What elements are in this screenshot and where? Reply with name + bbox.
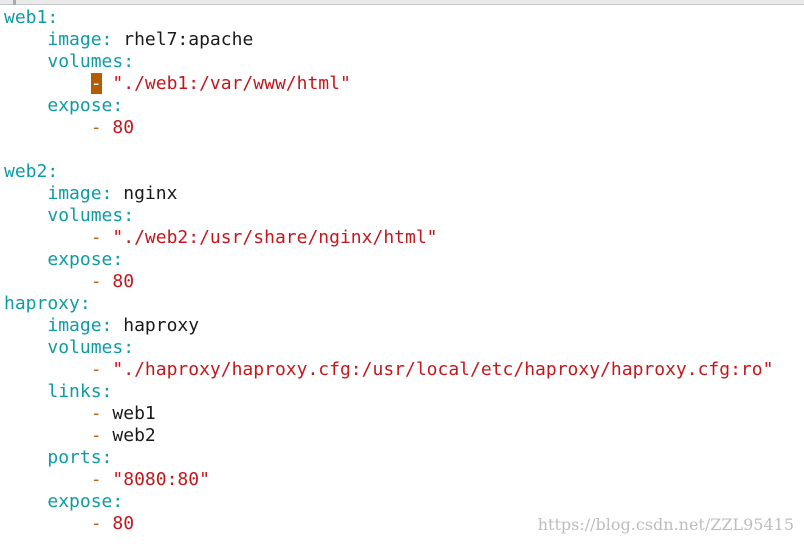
yaml-key: haproxy: [4, 293, 80, 314]
yaml-key: image: [47, 315, 102, 336]
list-dash: -: [90, 359, 102, 380]
code-line[interactable]: - 80: [4, 117, 800, 139]
indent: [4, 29, 47, 50]
list-dash: -: [90, 117, 102, 138]
yaml-list-item: 80: [112, 513, 135, 534]
indent: [4, 205, 47, 226]
yaml-colon: :: [101, 381, 113, 402]
yaml-value: haproxy: [123, 315, 200, 336]
window-top-bar: [0, 0, 804, 5]
list-dash: -: [90, 403, 102, 424]
code-line[interactable]: haproxy:: [4, 293, 800, 315]
indent: [4, 337, 47, 358]
yaml-key: expose: [47, 95, 113, 116]
indent: [4, 381, 47, 402]
yaml-key: web2: [4, 161, 48, 182]
yaml-colon: :: [112, 491, 124, 512]
code-line[interactable]: ports:: [4, 447, 800, 469]
yaml-colon: :: [47, 161, 59, 182]
code-line[interactable]: - "./web1:/var/www/html": [4, 73, 800, 95]
yaml-value: nginx: [123, 183, 178, 204]
yaml-colon: :: [101, 183, 113, 204]
yaml-key: links: [47, 381, 102, 402]
yaml-colon: :: [101, 29, 113, 50]
watermark: https://blog.csdn.net/ZZL95415: [537, 515, 794, 534]
yaml-key: volumes: [47, 205, 124, 226]
code-line[interactable]: web2:: [4, 161, 800, 183]
yaml-value: rhel7:apache: [123, 29, 254, 50]
indent: [4, 51, 47, 72]
list-dash: -: [90, 271, 102, 292]
yaml-key: image: [47, 183, 102, 204]
indent: [4, 403, 91, 424]
yaml-colon: :: [79, 293, 91, 314]
yaml-colon: :: [101, 315, 113, 336]
code-line[interactable]: expose:: [4, 95, 800, 117]
yaml-key: image: [47, 29, 102, 50]
yaml-list-item: 80: [112, 271, 135, 292]
code-line[interactable]: expose:: [4, 249, 800, 271]
yaml-list-item: "8080:80": [112, 469, 210, 490]
code-line[interactable]: links:: [4, 381, 800, 403]
code-line[interactable]: - "./haproxy/haproxy.cfg:/usr/local/etc/…: [4, 359, 800, 381]
indent: [4, 95, 47, 116]
code-line[interactable]: - 80: [4, 513, 800, 535]
indent: [4, 271, 91, 292]
code-line[interactable]: - "./web2:/usr/share/nginx/html": [4, 227, 800, 249]
yaml-list-item: 80: [112, 117, 135, 138]
code-line[interactable]: web1:: [4, 7, 800, 29]
indent: [4, 513, 91, 534]
code-line[interactable]: volumes:: [4, 205, 800, 227]
indent: [4, 359, 91, 380]
yaml-key: expose: [47, 491, 113, 512]
code-line[interactable]: - web2: [4, 425, 800, 447]
indent: [4, 227, 91, 248]
yaml-colon: :: [112, 95, 124, 116]
code-line[interactable]: [4, 139, 800, 161]
indent: [4, 73, 91, 94]
yaml-list-item: "./web1:/var/www/html": [112, 73, 351, 94]
yaml-key: web1: [4, 7, 48, 28]
yaml-key: volumes: [47, 337, 124, 358]
code-line[interactable]: - web1: [4, 403, 800, 425]
yaml-list-item: "./web2:/usr/share/nginx/html": [112, 227, 438, 248]
indent: [4, 469, 91, 490]
yaml-colon: :: [101, 447, 113, 468]
list-dash: -: [90, 469, 102, 490]
yaml-colon: :: [123, 51, 135, 72]
yaml-colon: :: [123, 337, 135, 358]
yaml-key: volumes: [47, 51, 124, 72]
code-line[interactable]: volumes:: [4, 51, 800, 73]
code-line[interactable]: expose:: [4, 491, 800, 513]
code-line[interactable]: image: haproxy: [4, 315, 800, 337]
yaml-colon: :: [112, 249, 124, 270]
yaml-key: ports: [47, 447, 102, 468]
indent: [4, 183, 47, 204]
code-line[interactable]: image: rhel7:apache: [4, 29, 800, 51]
yaml-editor[interactable]: web1: image: rhel7:apache volumes: - "./…: [4, 7, 800, 537]
indent: [4, 491, 47, 512]
indent: [4, 425, 91, 446]
list-dash: -: [90, 227, 102, 248]
indent: [4, 117, 91, 138]
indent: [4, 447, 47, 468]
text-cursor: -: [90, 73, 102, 94]
yaml-list-item: web1: [112, 403, 156, 424]
yaml-colon: :: [47, 7, 59, 28]
indent: [4, 249, 47, 270]
yaml-list-item: web2: [112, 425, 156, 446]
scroll-marker: [13, 0, 16, 5]
code-line[interactable]: volumes:: [4, 337, 800, 359]
code-line[interactable]: - "8080:80": [4, 469, 800, 491]
list-dash: -: [90, 425, 102, 446]
indent: [4, 315, 47, 336]
yaml-key: expose: [47, 249, 113, 270]
yaml-list-item: "./haproxy/haproxy.cfg:/usr/local/etc/ha…: [112, 359, 774, 380]
code-line[interactable]: image: nginx: [4, 183, 800, 205]
list-dash: -: [90, 513, 102, 534]
code-line[interactable]: - 80: [4, 271, 800, 293]
yaml-colon: :: [123, 205, 135, 226]
